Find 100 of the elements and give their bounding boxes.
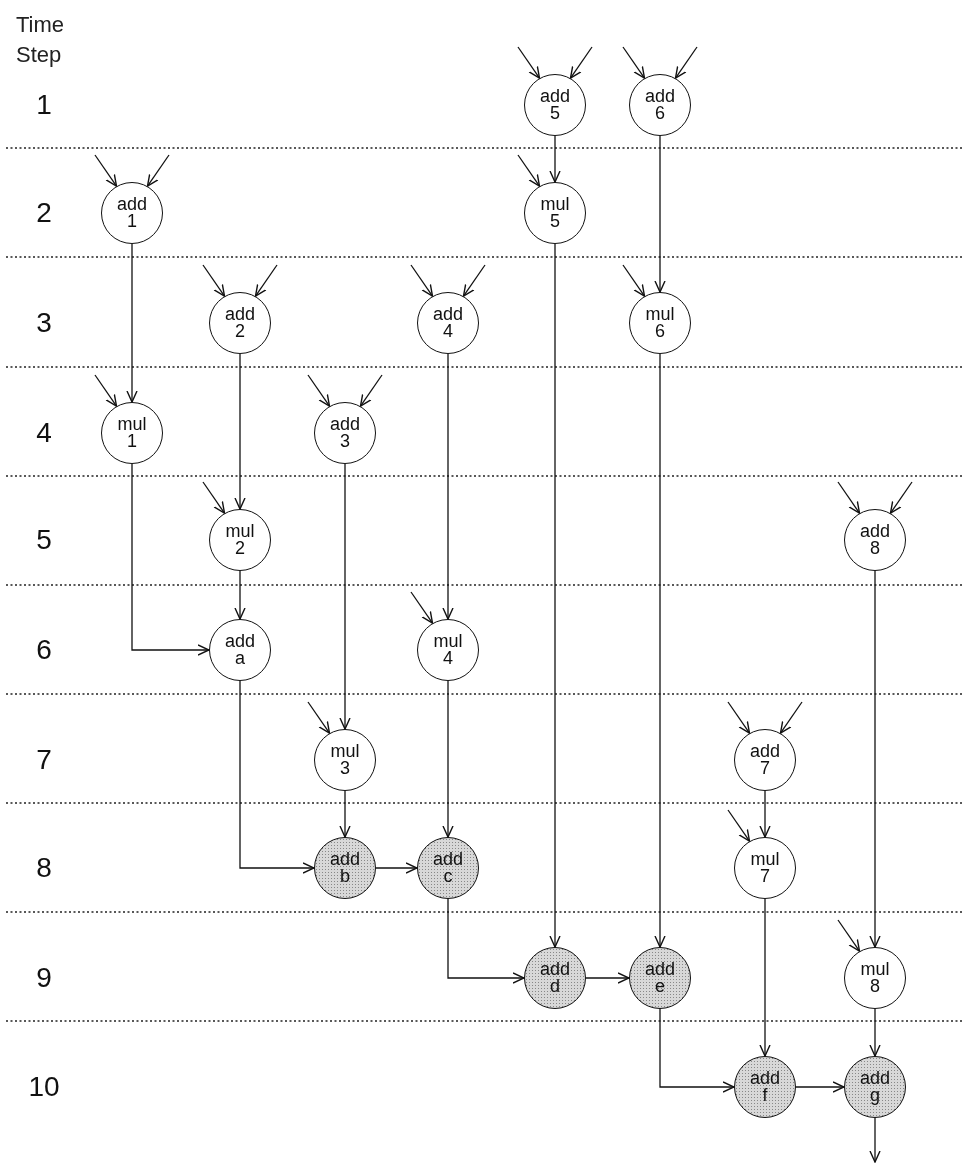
arrow [442,353,454,620]
arrow [239,680,315,874]
arrow [94,154,118,187]
arrow [674,46,698,79]
time-step-number: 9 [35,963,53,993]
arrow [759,790,771,838]
operation-name: mul [860,961,890,978]
operation-index: 3 [340,433,350,450]
operation-index: b [340,868,350,885]
operation-name: add [329,416,360,433]
operation-index: 5 [550,213,560,230]
arrow [517,46,541,79]
arrow [517,154,541,187]
operation-index: 6 [655,323,665,340]
operation-name: mul [540,196,570,213]
operation-index: f [762,1087,768,1104]
arrow [359,374,383,407]
arrow [410,591,434,624]
arrow [549,135,561,183]
arrow [889,481,913,514]
operation-index: 4 [443,650,453,667]
arrow [375,862,418,874]
operation-name: mul [225,523,255,540]
arrow [410,264,434,297]
operation-index: 7 [760,868,770,885]
operation-name: add [859,1070,890,1087]
arrow [654,353,666,948]
operation-name: add [644,961,675,978]
arrow [234,353,246,510]
arrow [442,680,454,838]
operation-index: 2 [235,540,245,557]
operation-index: 5 [550,105,560,122]
arrow [462,264,486,297]
operation-name: add [116,196,147,213]
arrow [585,972,630,984]
arrow [622,264,646,297]
arrow [654,135,666,293]
arrow [234,570,246,620]
arrow [202,481,226,514]
operation-name: mul [433,633,463,650]
arrow [869,570,881,948]
arrow [869,1117,881,1163]
operation-name: add [749,743,780,760]
arrow [727,809,751,842]
operation-index: c [443,868,453,885]
time-step-number: 10 [27,1072,61,1102]
arrow [869,1008,881,1057]
arrow [307,701,331,734]
operation-name: add [539,88,570,105]
arrow [339,463,351,730]
arrow [837,481,861,514]
arrow [622,46,646,79]
operation-name: add [224,306,255,323]
operation-index: 8 [870,540,880,557]
operation-name: add [859,523,890,540]
operation-name: add [539,961,570,978]
time-step-number: 1 [35,90,53,120]
operation-index: 1 [127,213,137,230]
operation-name: add [432,851,463,868]
operation-index: 1 [127,433,137,450]
axis-heading: Time Step [16,11,66,69]
arrow [837,919,861,952]
operation-name: add [329,851,360,868]
arrow [94,374,118,407]
time-step-number: 5 [35,525,53,555]
time-step-number: 4 [35,418,53,448]
operation-name: add [432,306,463,323]
operation-index: g [870,1087,880,1104]
operation-name: mul [330,743,360,760]
operation-index: a [235,650,245,667]
operation-name: add [749,1070,780,1087]
operation-index: 6 [655,105,665,122]
time-step-number: 7 [35,745,53,775]
arrow [202,264,226,297]
arrow [131,463,210,656]
operation-index: 7 [760,760,770,777]
operation-index: 4 [443,323,453,340]
arrow [569,46,593,79]
arrow [727,701,751,734]
operation-index: 2 [235,323,245,340]
operation-name: mul [645,306,675,323]
arrow [146,154,170,187]
arrow [549,243,561,948]
operation-index: 8 [870,978,880,995]
operation-index: d [550,978,560,995]
arrow [447,898,525,984]
arrow [307,374,331,407]
operation-name: mul [117,416,147,433]
time-step-number: 6 [35,635,53,665]
operation-name: add [224,633,255,650]
time-step-number: 3 [35,308,53,338]
arrow [759,898,771,1057]
operation-name: mul [750,851,780,868]
arrow [126,243,138,403]
arrow [659,1008,735,1093]
operation-index: 3 [340,760,350,777]
arrow [779,701,803,734]
operation-name: add [644,88,675,105]
operation-index: e [655,978,665,995]
arrow [339,790,351,838]
